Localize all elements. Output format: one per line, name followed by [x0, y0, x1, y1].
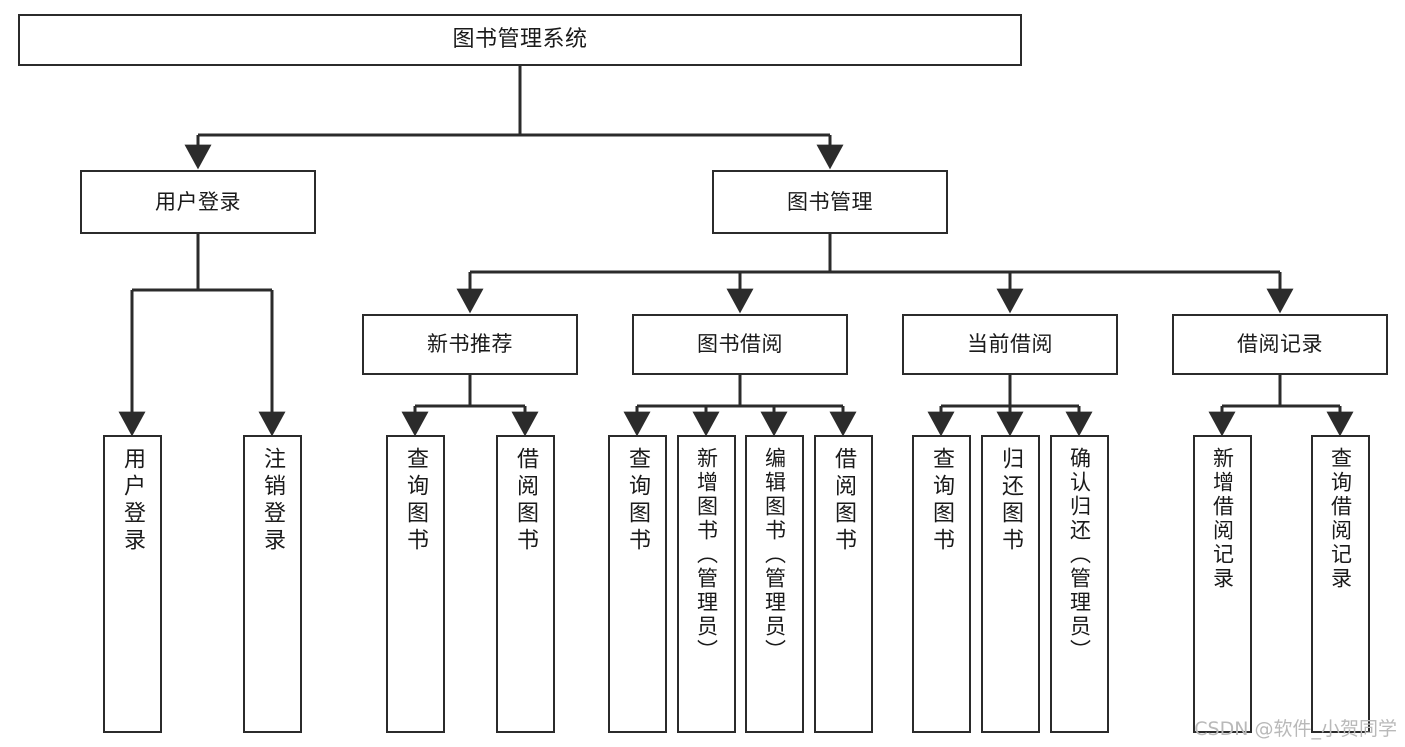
- node-label: 图书管理: [787, 189, 873, 214]
- node-label: 注销登录: [260, 447, 286, 555]
- node-leaf-query-book-current[interactable]: 查询图书: [912, 435, 971, 733]
- node-label: 图书管理系统: [452, 27, 588, 53]
- node-leaf-edit-book[interactable]: 编辑图书（管理员）: [745, 435, 804, 733]
- node-label: 借阅图书: [831, 447, 857, 555]
- node-label: 查询图书: [403, 447, 429, 555]
- node-label: 新增借阅记录: [1210, 447, 1235, 591]
- node-leaf-confirm-return[interactable]: 确认归还（管理员）: [1050, 435, 1109, 733]
- node-book-borrow[interactable]: 图书借阅: [632, 314, 848, 375]
- node-leaf-add-borrow-record[interactable]: 新增借阅记录: [1193, 435, 1252, 733]
- node-leaf-add-book[interactable]: 新增图书（管理员）: [677, 435, 736, 733]
- node-label: 用户登录: [120, 447, 146, 555]
- node-label: 借阅记录: [1237, 332, 1323, 357]
- node-label: 用户登录: [155, 189, 241, 214]
- node-label: 查询图书: [625, 447, 651, 555]
- node-leaf-query-book-borrow[interactable]: 查询图书: [608, 435, 667, 733]
- node-leaf-return-book[interactable]: 归还图书: [981, 435, 1040, 733]
- node-label: 新书推荐: [427, 332, 513, 357]
- node-label: 当前借阅: [967, 332, 1053, 357]
- node-current-borrow[interactable]: 当前借阅: [902, 314, 1118, 375]
- node-leaf-query-borrow-record[interactable]: 查询借阅记录: [1311, 435, 1370, 733]
- csdn-watermark: CSDN @软件_小贺同学: [1194, 718, 1397, 740]
- node-label: 归还图书: [998, 447, 1024, 555]
- node-leaf-logout-login[interactable]: 注销登录: [243, 435, 302, 733]
- node-leaf-user-login[interactable]: 用户登录: [103, 435, 162, 733]
- node-label: 确认归还（管理员）: [1067, 447, 1092, 663]
- node-label: 借阅图书: [513, 447, 539, 555]
- node-borrow-record[interactable]: 借阅记录: [1172, 314, 1388, 375]
- node-leaf-borrow-book[interactable]: 借阅图书: [814, 435, 873, 733]
- node-label: 查询图书: [929, 447, 955, 555]
- node-new-book-recommend[interactable]: 新书推荐: [362, 314, 578, 375]
- node-book-management[interactable]: 图书管理: [712, 170, 948, 234]
- node-leaf-query-book-recommend[interactable]: 查询图书: [386, 435, 445, 733]
- node-label: 图书借阅: [697, 332, 783, 357]
- node-root-book-management-system[interactable]: 图书管理系统: [18, 14, 1022, 66]
- node-leaf-borrow-book-recommend[interactable]: 借阅图书: [496, 435, 555, 733]
- node-label: 编辑图书（管理员）: [762, 447, 787, 663]
- node-label: 查询借阅记录: [1328, 447, 1353, 591]
- node-user-login[interactable]: 用户登录: [80, 170, 316, 234]
- node-label: 新增图书（管理员）: [694, 447, 719, 663]
